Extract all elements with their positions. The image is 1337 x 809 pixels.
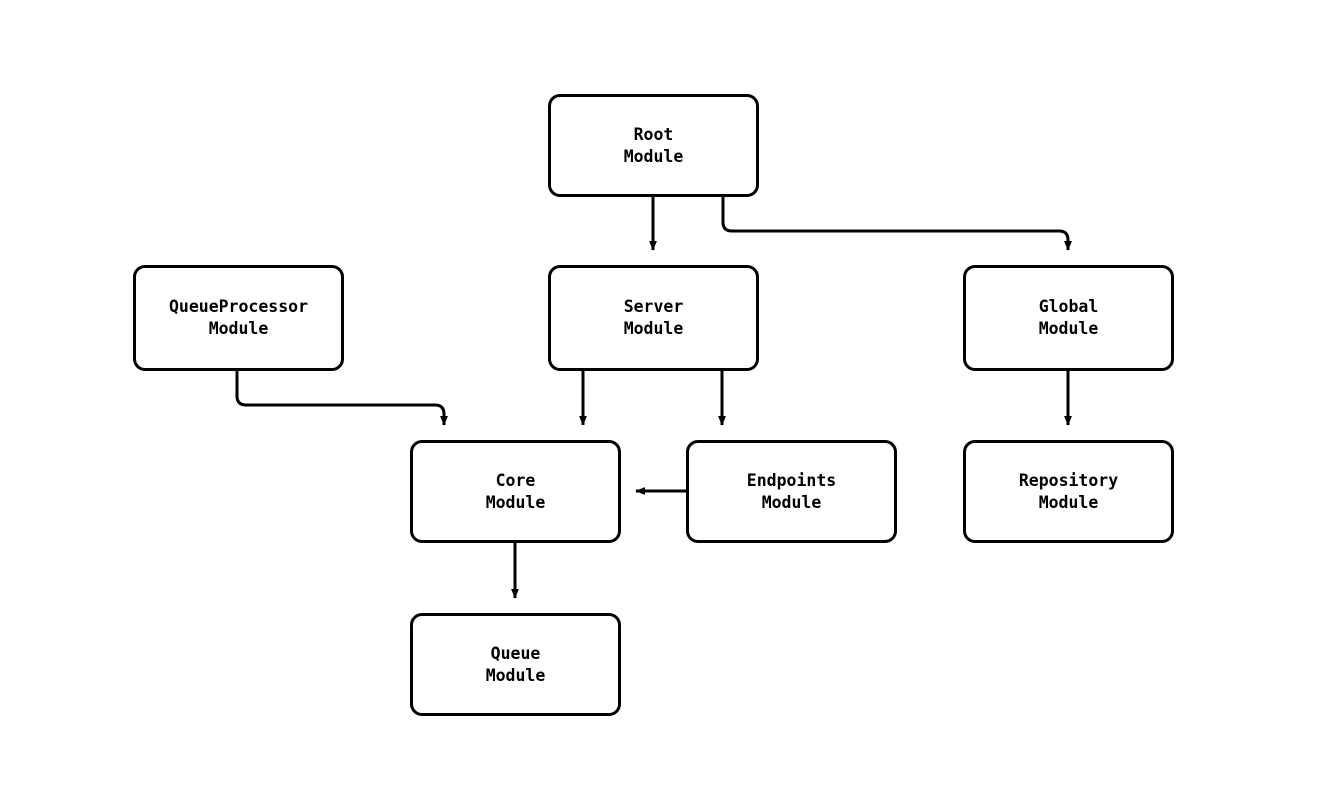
node-global-module[interactable]: Global Module [963, 265, 1174, 371]
node-queue-module-label-line1: Queue [490, 643, 541, 663]
node-queueprocessor-module-label-line2: Module [208, 319, 269, 338]
node-root-module-label-line1: Root [633, 124, 674, 144]
node-queue-module[interactable]: Queue Module [410, 613, 621, 716]
node-queueprocessor-module[interactable]: QueueProcessor Module [133, 265, 344, 371]
node-global-module-label-line2: Module [1038, 319, 1099, 338]
node-queueprocessor-module-label-line1: QueueProcessor [168, 297, 309, 316]
node-global-module-label-line1: Global [1038, 297, 1099, 316]
node-server-module-label-line2: Module [623, 319, 684, 338]
node-root-module-label-line2: Module [623, 146, 684, 166]
node-core-module[interactable]: Core Module [410, 440, 621, 543]
node-root-module[interactable]: Root Module [548, 94, 759, 197]
node-queue-module-label-line2: Module [485, 665, 546, 685]
edge-queueprocessor-to-core [235, 371, 448, 426]
node-endpoints-module-label-line2: Module [761, 492, 822, 512]
node-endpoints-module[interactable]: Endpoints Module [686, 440, 897, 543]
node-repository-module-label-line1: Repository [1018, 470, 1119, 490]
node-core-module-label-line1: Core [495, 470, 536, 490]
node-server-module-label-line1: Server [623, 297, 684, 316]
node-repository-module-label-line2: Module [1038, 492, 1099, 512]
node-server-module[interactable]: Server Module [548, 265, 759, 371]
node-endpoints-module-label-line1: Endpoints [746, 470, 837, 490]
node-core-module-label-line2: Module [485, 492, 546, 512]
node-repository-module[interactable]: Repository Module [963, 440, 1174, 543]
edge-root-to-global [721, 197, 1072, 251]
